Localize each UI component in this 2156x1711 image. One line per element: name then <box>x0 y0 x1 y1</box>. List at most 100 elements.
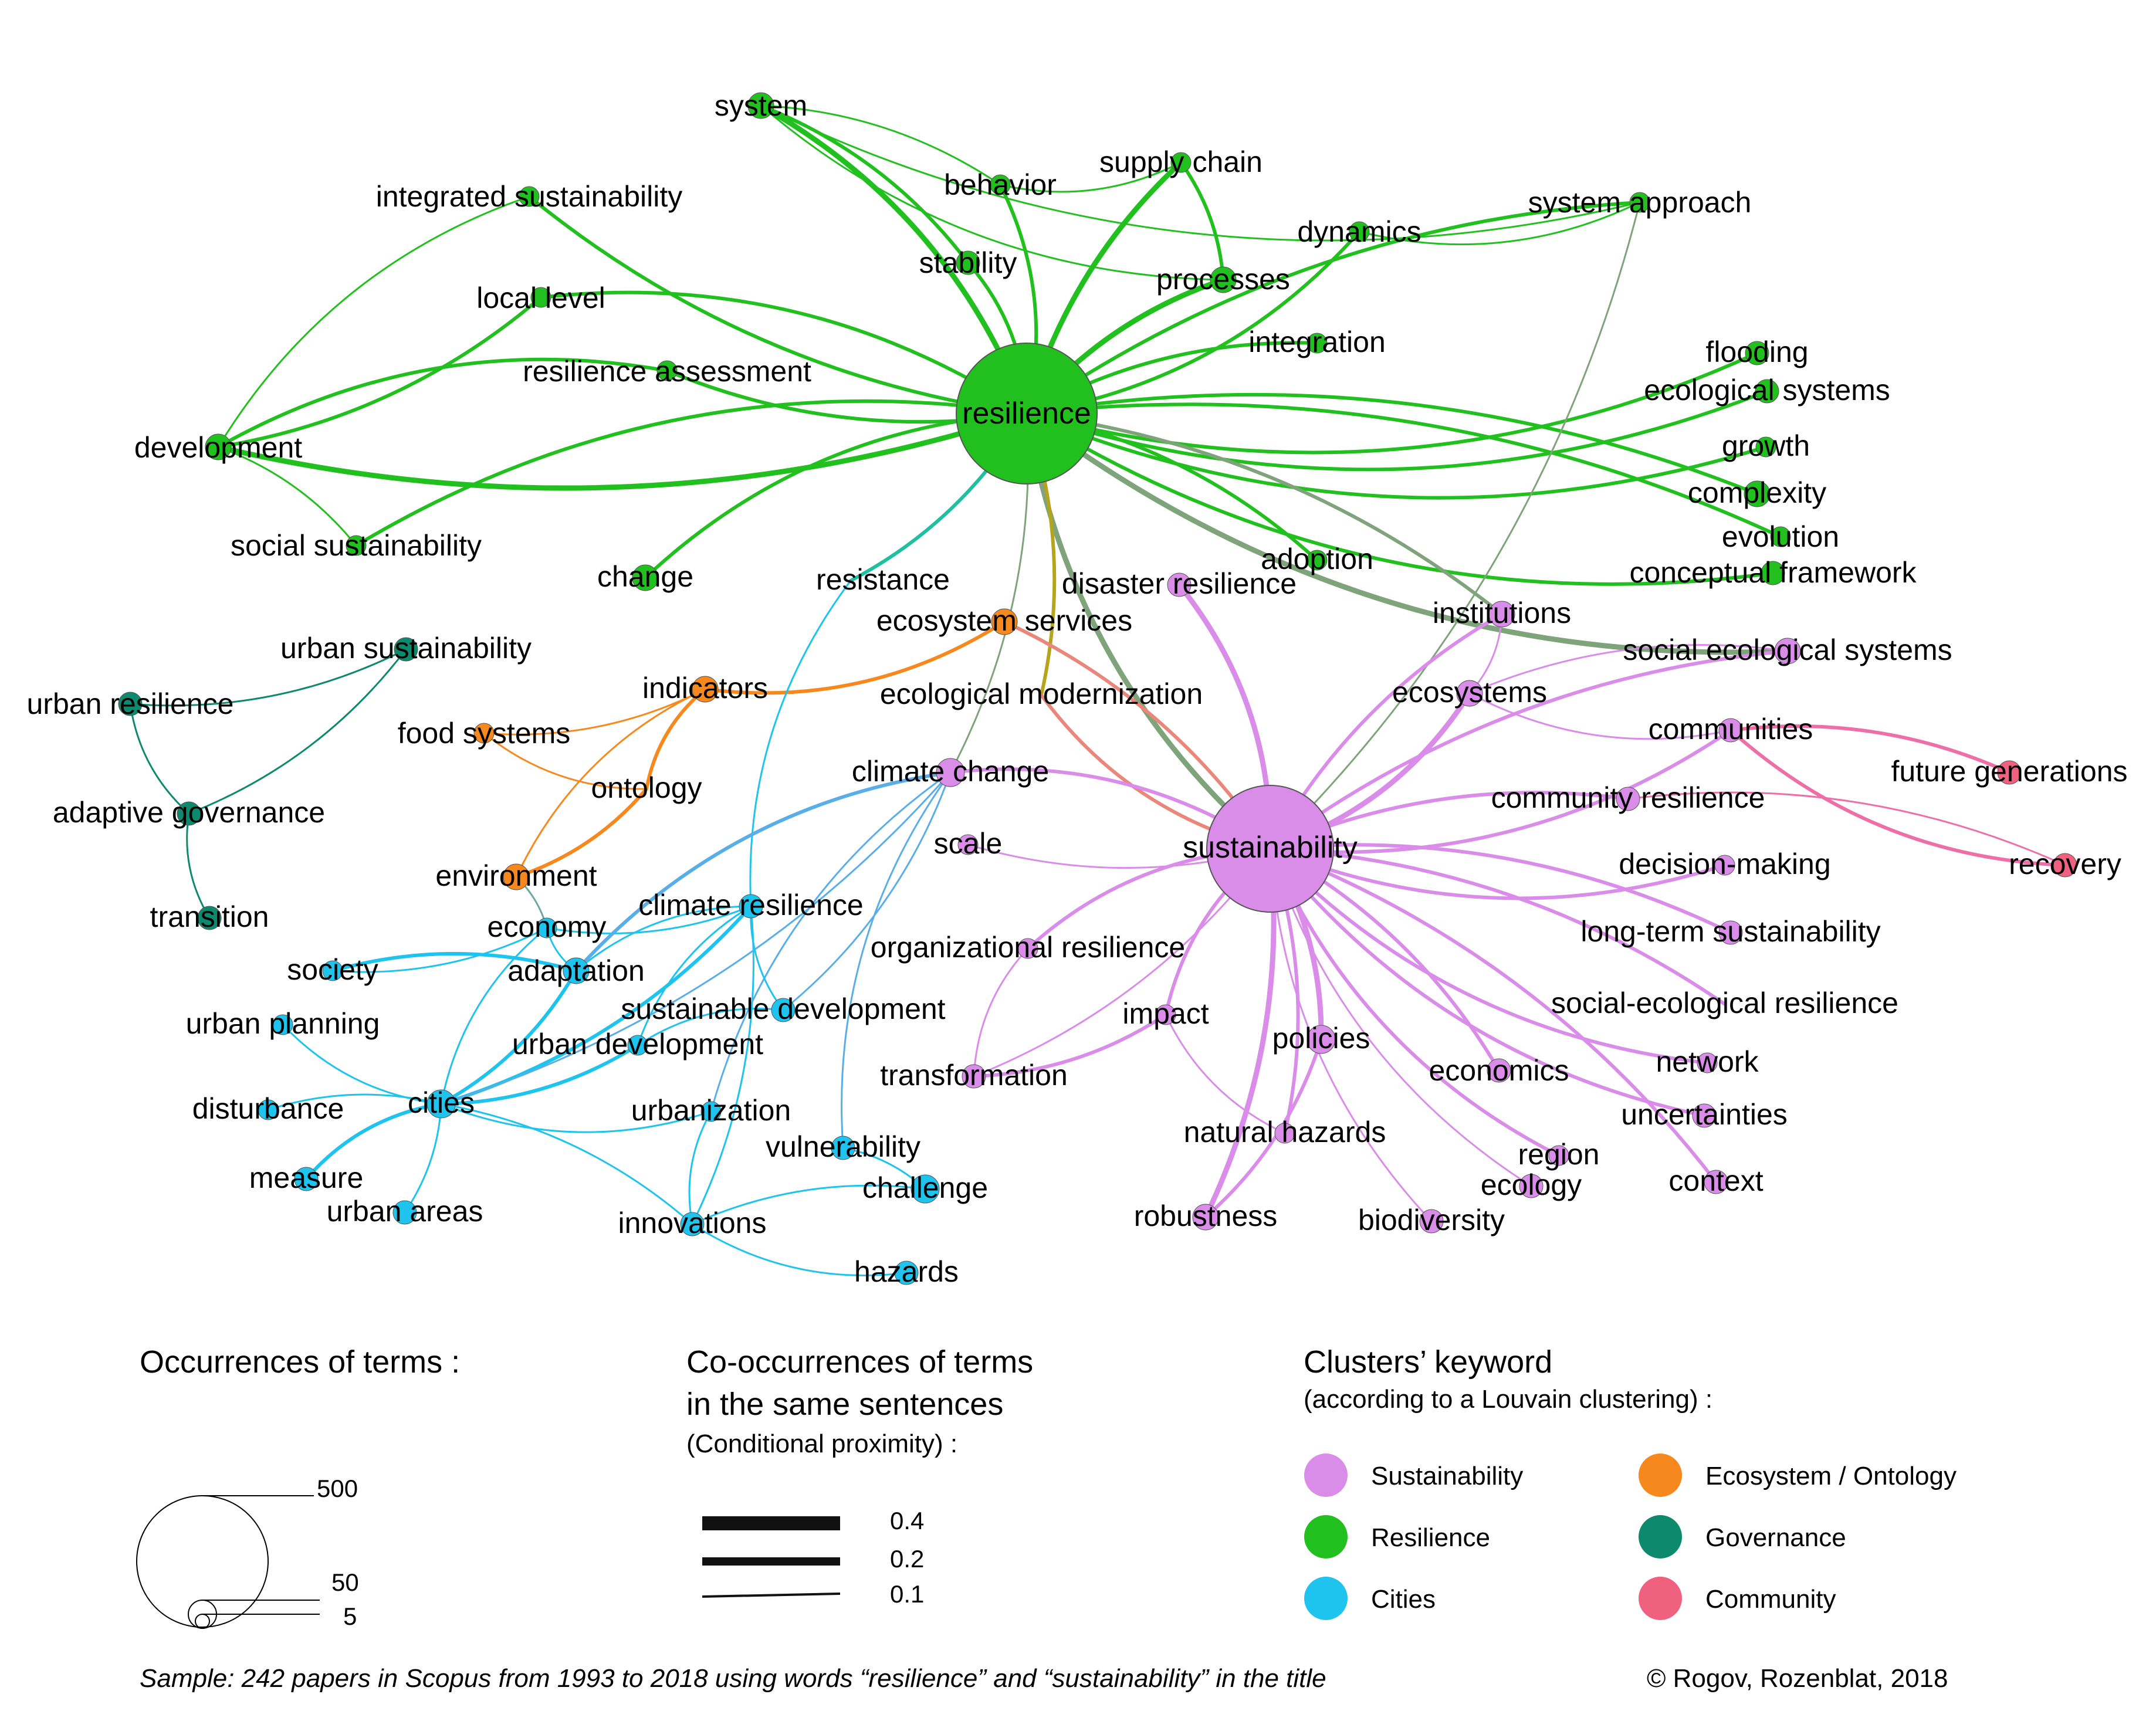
legend-clusters: Clusters’ keyword (according to a Louvai… <box>1304 1344 1957 1620</box>
edge-cities-urban_areas <box>404 1103 442 1214</box>
node-context <box>1704 1170 1728 1194</box>
node-measure <box>294 1167 319 1191</box>
node-disaster-resilience <box>1167 572 1192 597</box>
node-impact <box>1155 1004 1176 1025</box>
node-flooding <box>1745 341 1769 365</box>
node-urban-areas <box>392 1200 417 1225</box>
edge-cities-innovations <box>440 1103 693 1225</box>
label-adaptation: adaptation <box>507 954 645 987</box>
edge-climate_change-sustainable_development <box>782 771 952 1011</box>
label-society: society <box>287 953 378 986</box>
node-urban-sustainability <box>394 637 418 662</box>
label-scale: scale <box>934 827 1003 860</box>
edge-resistance-climate_resilience <box>749 580 852 907</box>
label-integration: integration <box>1248 326 1386 358</box>
edge-climate_resilience-innovations <box>691 905 754 1225</box>
edge-communities-recovery <box>1729 729 2067 867</box>
label-social-sustainability: social sustainability <box>231 529 482 562</box>
edge-sustainability-context <box>1268 847 1718 1184</box>
legend-cooccurrence-title-2: in the same sentences <box>686 1387 1003 1422</box>
edge-cities-urbanization <box>440 1103 712 1133</box>
edge-climate_change-cities <box>440 771 952 1105</box>
edge-local_level-development <box>216 296 543 449</box>
label-change: change <box>597 560 693 593</box>
label-flooding: flooding <box>1705 336 1808 368</box>
edge-development-social_sustainability <box>217 446 357 547</box>
edge-resilience-complexity <box>1025 392 1759 496</box>
legend-label-governance: Governance <box>1705 1523 1846 1552</box>
legend-label-ecosystem: Ecosystem / Ontology <box>1705 1462 1957 1490</box>
label-integrated-sustainability: integrated sustainability <box>376 180 683 213</box>
node-natural-hazards <box>1274 1123 1295 1144</box>
edge-adaptive_governance-transition <box>186 812 211 919</box>
label-urban-development: urban development <box>512 1028 763 1061</box>
edge-indicators-environment <box>515 688 706 878</box>
legend-cooccurrences: Co-occurrences of terms in the same sent… <box>686 1344 1033 1608</box>
edge-innovations-hazards <box>691 1223 908 1276</box>
node-institutions <box>1488 601 1515 628</box>
edge-climate_change-adaptation <box>574 771 952 973</box>
node-hazards <box>894 1261 919 1285</box>
label-climate-change: climate change <box>852 755 1049 788</box>
legend-swatch-sustainability <box>1304 1453 1348 1497</box>
label-stability: stability <box>919 246 1017 279</box>
edge-resilience-development <box>215 411 1030 491</box>
node-adaptive-governance <box>177 801 201 826</box>
edge-sustainability-network <box>1268 847 1709 1065</box>
node-environment <box>503 863 530 890</box>
legend-occurrences: Occurrences of terms : 500 50 5 <box>136 1344 460 1630</box>
edge-resilience-evolution <box>1025 402 1782 538</box>
legend-label-community: Community <box>1705 1585 1836 1614</box>
legend-edge-value-0-2: 0.2 <box>890 1545 924 1573</box>
edge-system_approach-sustainability <box>1269 201 1641 850</box>
label-future-generations: future generations <box>1891 755 2127 788</box>
edge-urban_sustainability-adaptive_governance <box>188 648 407 815</box>
edge-resilience-sustainability <box>1024 411 1273 852</box>
edge-organizational_resilience-transformation <box>973 947 1029 1078</box>
edge-economy-society <box>331 927 548 973</box>
label-environment: environment <box>435 859 597 892</box>
edge-system-processes <box>760 104 1224 281</box>
label-economics: economics <box>1429 1054 1569 1087</box>
legend-cooccurrence-sub: (Conditional proximity) : <box>686 1429 957 1458</box>
label-indicators: indicators <box>642 672 768 704</box>
edge-sustainability-social_ecological_resilience <box>1268 847 1727 1006</box>
label-system: system <box>715 89 807 122</box>
node-indicators <box>692 676 719 703</box>
node-transition <box>197 906 222 930</box>
node-region <box>1548 1145 1569 1166</box>
legend-clusters-sub: (according to a Louvain clustering) : <box>1304 1385 1712 1414</box>
edge-system-stability <box>759 104 970 265</box>
node-transformation <box>962 1064 986 1089</box>
footer-sample-note: Sample: 242 papers in Scopus from 1993 t… <box>140 1664 1326 1693</box>
label-hazards: hazards <box>854 1255 959 1288</box>
label-organizational-resilience: organizational resilience <box>871 931 1185 964</box>
edge-system-system_approach <box>760 104 1641 242</box>
edge-resilience-integrated_sustainability <box>527 195 1028 415</box>
label-natural-hazards: natural hazards <box>1184 1116 1386 1148</box>
edge-urban_planning-cities <box>282 1024 442 1105</box>
edge-integrated_sustainability-development <box>217 195 530 448</box>
label-ecological-modernization: ecological modernization <box>880 677 1203 710</box>
legend-swatch-ecosystem <box>1639 1453 1682 1497</box>
edge-resilience_assessment-development <box>216 357 669 449</box>
node-ecosystem-services <box>991 608 1018 635</box>
label-behavior: behavior <box>944 168 1057 201</box>
label-evolution: evolution <box>1722 520 1839 553</box>
network-nodes <box>118 92 2077 1285</box>
node-scale <box>957 834 979 855</box>
edge-community_resilience-recovery <box>1627 791 2066 866</box>
label-community-resilience: community resilience <box>1491 781 1765 814</box>
node-urbanization <box>700 1101 722 1122</box>
legend-swatch-resilience <box>1304 1515 1348 1558</box>
edge-ecosystems-social_ecological_systems <box>1468 644 1789 694</box>
label-local-level: local level <box>476 282 605 314</box>
label-institutions: institutions <box>1433 597 1571 629</box>
node-food-systems <box>473 723 495 744</box>
edge-sustainability-communities <box>1268 729 1732 854</box>
node-urban-resilience <box>118 692 143 716</box>
node-stability <box>956 250 980 275</box>
node-adaptation <box>563 957 590 984</box>
node-ecology <box>1519 1174 1544 1198</box>
